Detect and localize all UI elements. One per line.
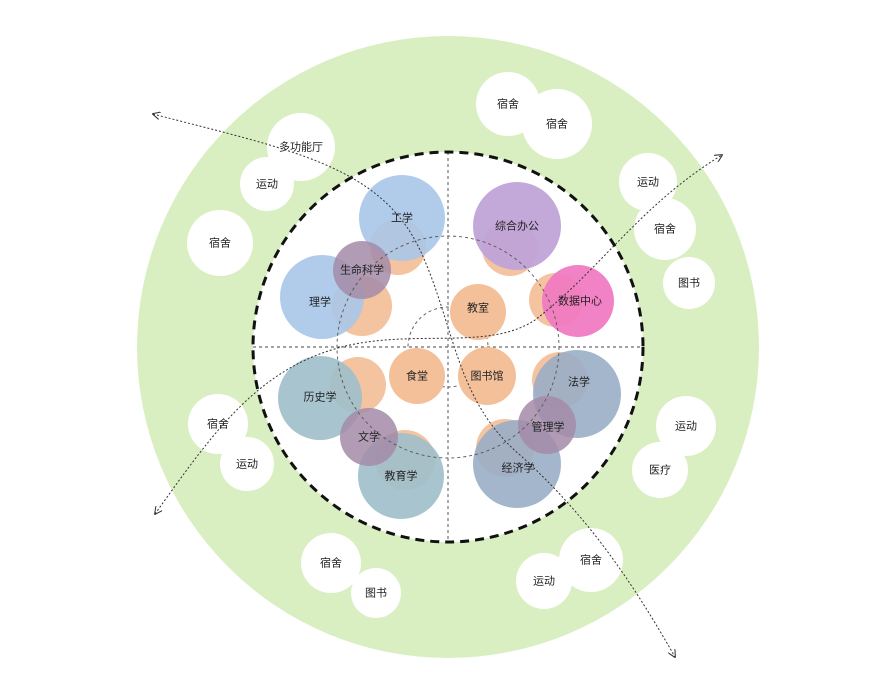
- label-economics: 经济学: [502, 461, 535, 475]
- label-engineering: 工学: [391, 211, 413, 225]
- label-dorm-top-2: 宿舍: [546, 117, 568, 131]
- label-sports-lower-left: 运动: [236, 458, 258, 471]
- label-medical: 医疗: [649, 463, 671, 477]
- label-literature: 文学: [358, 430, 380, 444]
- label-canteen: 食堂: [406, 369, 428, 383]
- flow-curves: [153, 114, 722, 657]
- core-labels: 工学 生命科学 理学 综合办公 数据中心 教室 食堂 图书馆 历史学 文学 教育…: [304, 211, 603, 483]
- label-library-hall: 图书馆: [471, 369, 504, 383]
- label-library-right: 图书: [678, 277, 700, 290]
- label-classroom: 教室: [467, 301, 489, 315]
- label-science: 理学: [309, 295, 331, 309]
- outer-labels: 宿舍 宿舍 多功能厅 运动 宿舍 运动 宿舍 图书 宿舍 运动 运动 医疗 宿舍…: [207, 97, 700, 600]
- label-dorm-right: 宿舍: [654, 222, 676, 236]
- label-multi-hall: 多功能厅: [279, 140, 323, 154]
- label-dorm-top-1: 宿舍: [497, 97, 519, 111]
- label-law: 法学: [568, 375, 590, 389]
- label-sports-bottom-right: 运动: [533, 575, 555, 588]
- label-dorm-left: 宿舍: [209, 236, 231, 250]
- label-sports-top-right: 运动: [637, 176, 659, 189]
- label-general-office: 综合办公: [495, 219, 539, 233]
- label-management: 管理学: [532, 420, 565, 434]
- label-dorm-bottom-right: 宿舍: [580, 553, 602, 567]
- label-dorm-lower-left: 宿舍: [207, 417, 229, 431]
- label-data-center: 数据中心: [558, 294, 602, 308]
- label-dorm-bottom-left: 宿舍: [320, 556, 342, 570]
- label-history: 历史学: [304, 390, 337, 404]
- label-sports-right: 运动: [675, 420, 697, 433]
- label-education: 教育学: [385, 469, 418, 483]
- label-sports-upper-left: 运动: [256, 178, 278, 191]
- label-life-science: 生命科学: [340, 263, 384, 277]
- flow-curve-bottom-left-to-top-right: [155, 155, 722, 514]
- label-library-bottom-left: 图书: [365, 587, 387, 600]
